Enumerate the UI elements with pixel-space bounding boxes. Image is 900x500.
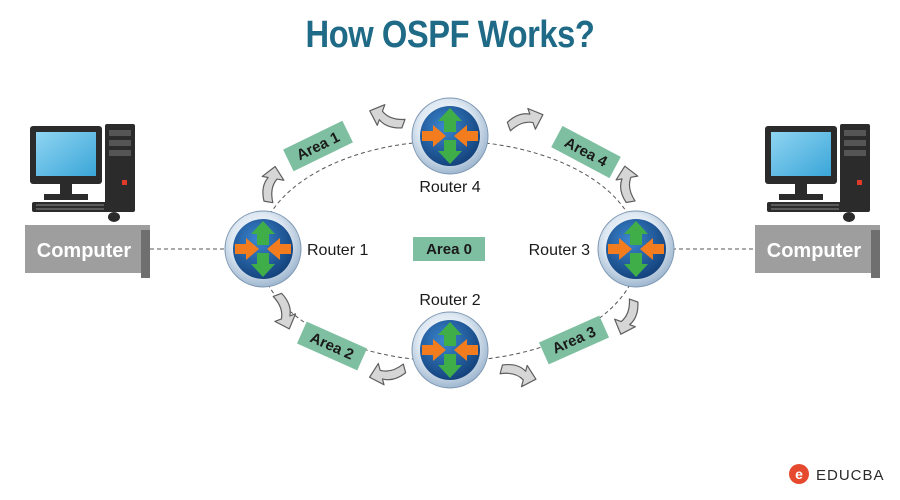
router-3-label: Router 3 [529,242,590,259]
desktop-computer-icon [765,124,870,222]
computer-left-label: Computer [37,240,132,262]
computer-right-label: Computer [767,240,862,262]
curved-arrow-icon [506,107,544,132]
flow-arrows [261,104,639,388]
curved-arrow-icon [368,362,407,386]
curved-arrow-icon [614,298,639,335]
router-icon [235,221,291,277]
router-icon [422,322,478,378]
area-2-tag: Area 2 [296,321,368,371]
area-3-tag: Area 3 [538,315,610,365]
router-3 [597,210,675,288]
educba-brand-name: EDUCBA [816,467,885,484]
area-0-label: Area 0 [426,241,472,258]
computer-left-box [25,225,150,273]
area-4-tag: Area 4 [551,125,621,179]
router-icon [608,221,664,277]
router-icon [422,108,478,164]
area-1-tag: Area 1 [283,120,353,172]
desktop-computer-icon [30,124,135,222]
computer-right-box [755,225,880,273]
curved-arrow-icon [615,165,639,204]
educba-logo-icon [789,464,809,484]
computer-left: Computer [25,124,150,278]
curved-arrow-icon [261,165,285,204]
educba-logo: e EDUCBA [789,464,885,484]
router-2 [411,311,489,389]
router-4 [411,97,489,175]
curved-arrow-icon [272,292,297,330]
router-1 [224,210,302,288]
router-1-label: Router 1 [307,242,368,259]
curved-arrow-icon [499,364,537,388]
router-2-label: Router 2 [419,292,480,309]
educba-logo-letter: e [795,466,803,482]
computer-right: Computer [755,124,880,278]
page-title: How OSPF Works? [305,14,595,56]
area-0-tag: Area 0 [413,237,485,261]
curved-arrow-icon [369,104,406,129]
router-4-label: Router 4 [419,179,480,196]
